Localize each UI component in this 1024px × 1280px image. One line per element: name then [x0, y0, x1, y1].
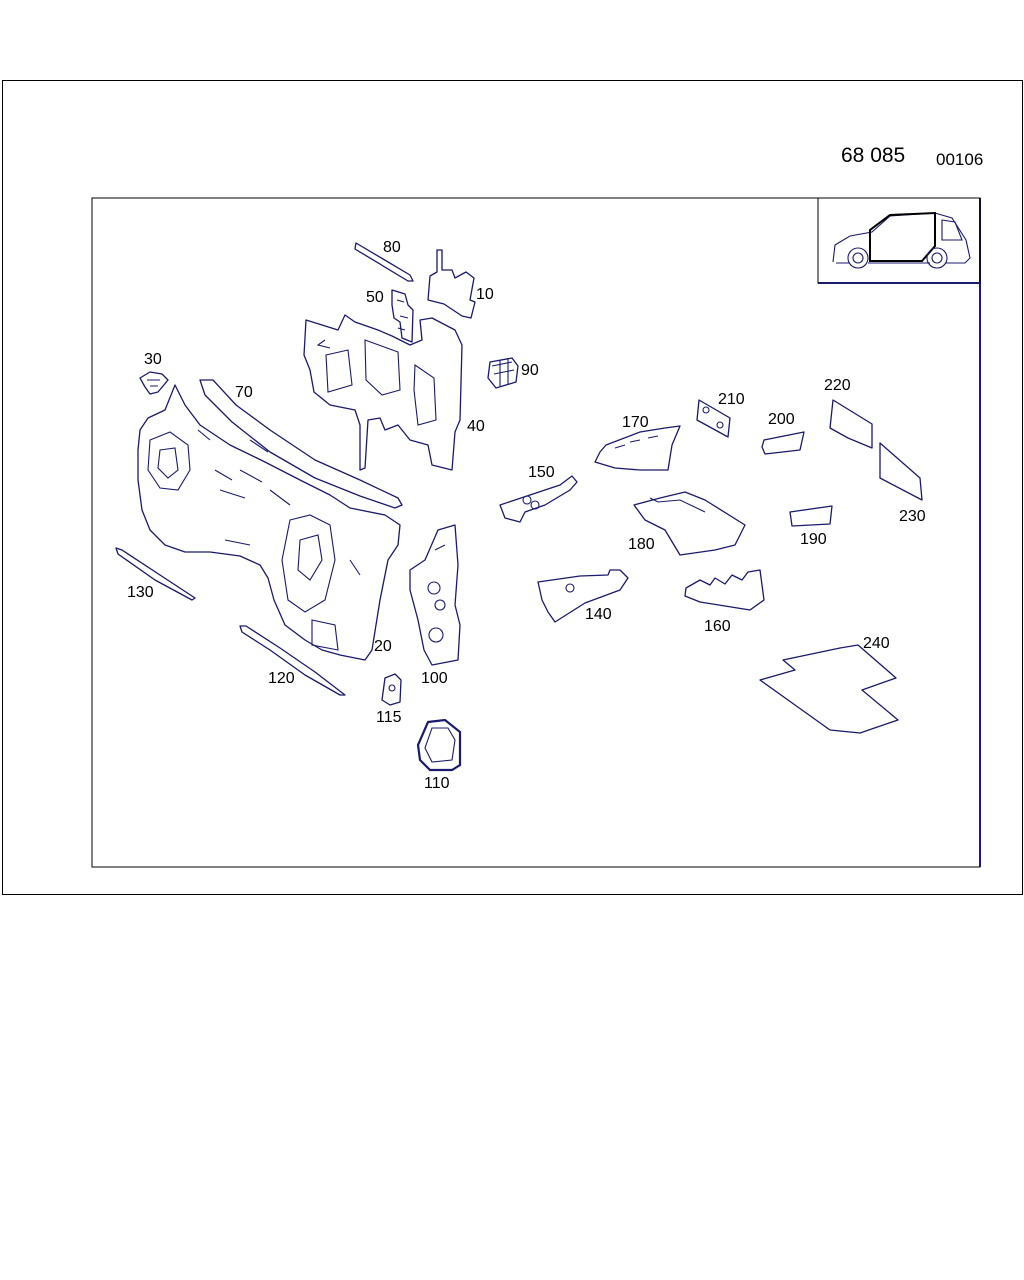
part-label-40: 40 — [467, 418, 485, 435]
part-220-pad — [829, 399, 873, 449]
part-115-grommet — [381, 673, 402, 706]
part-70-cowl-strip — [199, 379, 403, 509]
part-50-bracket — [391, 289, 414, 343]
part-230-pad — [879, 442, 923, 501]
part-label-240: 240 — [863, 635, 890, 652]
part-100-side-panel — [409, 524, 461, 666]
part-label-140: 140 — [585, 606, 612, 623]
vehicle-locator-inset — [817, 197, 981, 284]
part-label-200: 200 — [768, 411, 795, 428]
part-200-pad — [761, 431, 805, 455]
part-40-firewall-insulation — [303, 314, 463, 471]
part-130-strip — [115, 547, 196, 601]
part-80-seal-strip — [354, 242, 414, 282]
part-label-50: 50 — [366, 289, 384, 306]
part-label-120: 120 — [268, 670, 295, 687]
part-label-115: 115 — [376, 709, 402, 726]
part-170-pad — [594, 425, 681, 471]
part-label-130: 130 — [127, 584, 154, 601]
part-150-pad — [499, 475, 578, 523]
part-label-230: 230 — [899, 508, 926, 525]
part-label-160: 160 — [704, 618, 731, 635]
part-label-80: 80 — [383, 239, 401, 256]
diagram-frame — [91, 197, 981, 868]
part-label-220: 220 — [824, 377, 851, 394]
part-label-210: 210 — [718, 391, 745, 408]
diagram-sheet — [2, 80, 1023, 895]
part-140-pad — [537, 569, 629, 623]
part-label-110: 110 — [424, 775, 450, 792]
part-110-cover — [416, 718, 462, 772]
part-label-100: 100 — [421, 670, 448, 687]
part-label-170: 170 — [622, 414, 649, 431]
part-label-150: 150 — [528, 464, 555, 481]
part-190-pad — [789, 505, 833, 527]
part-label-190: 190 — [800, 531, 827, 548]
diagram-code: 00106 — [936, 150, 984, 169]
part-labels: 10 20 30 40 50 70 80 90 100 110 115 120 … — [127, 239, 926, 792]
part-20-dashboard-insulation — [137, 384, 401, 661]
part-240-floor-mat — [759, 644, 899, 734]
part-30-push-clip — [139, 371, 169, 395]
part-160-pad — [684, 569, 765, 611]
part-label-90: 90 — [521, 362, 539, 379]
part-label-180: 180 — [628, 536, 655, 553]
diagram-number: 68 085 — [841, 144, 906, 167]
part-label-70: 70 — [235, 384, 253, 401]
part-label-30: 30 — [144, 351, 162, 368]
part-180-tunnel-insulation — [633, 491, 746, 556]
part-label-20: 20 — [374, 638, 392, 655]
part-label-10: 10 — [476, 286, 494, 303]
part-90-clip — [487, 357, 519, 389]
part-120-strip — [239, 625, 346, 696]
part-10-insulation-pad — [427, 249, 476, 319]
part-210-pad — [696, 399, 731, 438]
